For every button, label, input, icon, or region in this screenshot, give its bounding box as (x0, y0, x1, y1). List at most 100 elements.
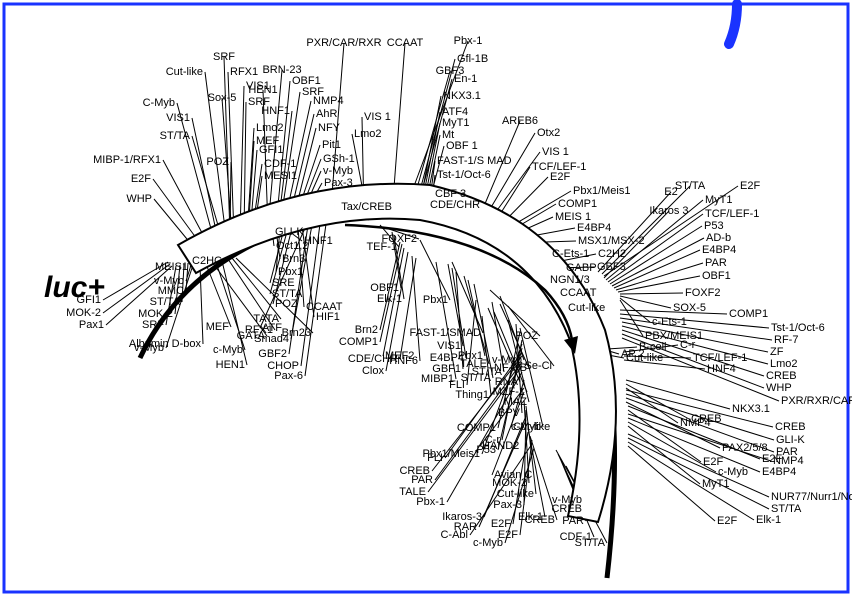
leader-line (489, 289, 541, 337)
promoter-white-band (176, 182, 617, 524)
binding-site-label: AD-b (706, 232, 731, 244)
binding-site-label: CDF-1 (264, 158, 296, 170)
leader-line (481, 343, 523, 455)
binding-site-label: GBF3 (436, 65, 465, 77)
binding-site-label: CHOP (267, 360, 299, 372)
leader-line (205, 263, 232, 328)
binding-site-label: v-Myb (154, 275, 184, 287)
leader-line (391, 231, 402, 289)
binding-site-label: POZ (515, 330, 538, 342)
binding-site-label: Ikaros-3 (442, 511, 482, 523)
binding-site-label: PAR (705, 257, 727, 269)
binding-site-label: MIBP1 (421, 373, 454, 385)
binding-site-label: E4BP4 (702, 244, 736, 256)
binding-site-label: Albumin D-box (129, 338, 202, 350)
binding-site-label: ST/TA (150, 296, 181, 308)
binding-site-label: Pbx-1 (416, 496, 445, 508)
binding-site-label: PAX2/5/8 (722, 442, 768, 454)
binding-site-label: NUR77/Nurr1/Nor-1 (771, 491, 852, 503)
leader-line (491, 301, 505, 373)
leader-line (259, 225, 307, 329)
binding-site-label: Clox (362, 365, 385, 377)
binding-site-label: TCF/LEF-1 (532, 161, 586, 173)
binding-site-label: E2F (762, 453, 782, 465)
leader-line (399, 257, 417, 360)
binding-site-label: FLI (449, 379, 465, 391)
binding-site-label: ST/TA (461, 372, 492, 384)
binding-site-label: E2F (498, 529, 518, 541)
leader-line (607, 213, 704, 283)
binding-site-label: TEF-1 (366, 241, 397, 253)
binding-site-label: NKX3.1 (732, 403, 770, 415)
binding-site-label: Elk-1 (518, 511, 543, 523)
binding-site-label: Tst-1/Oct-6 (437, 169, 491, 181)
binding-site-label: SRF (142, 319, 164, 331)
binding-site-label: RFX1 (230, 66, 258, 78)
leader-line (204, 71, 227, 237)
binding-site-label: c-Myb (511, 421, 541, 433)
binding-site-label: E2F (491, 518, 511, 530)
binding-site-label: AP 2 (621, 348, 645, 360)
binding-site-label: NGN1/3 (550, 274, 590, 286)
binding-site-label: Lmo2 (256, 122, 284, 134)
binding-site-label: P53 (704, 220, 724, 232)
leader-line (446, 371, 523, 503)
binding-site-label: PAR (776, 446, 798, 458)
binding-site-label: SRE (272, 277, 295, 289)
binding-site-label: RFX1 (245, 324, 273, 336)
leader-line (615, 262, 704, 291)
binding-site-label: GBF2 (258, 348, 287, 360)
binding-site-label: HEN1 (248, 84, 277, 96)
leader-line (597, 191, 672, 273)
leader-line (627, 433, 770, 498)
leader-line (211, 261, 268, 337)
binding-site-label: MZF-1 (493, 386, 525, 398)
binding-site-label: Cut-like (497, 488, 534, 500)
binding-site-label: HNF1 (304, 235, 333, 247)
leader-line (619, 292, 684, 295)
binding-site-label: MESI1 (264, 170, 297, 182)
binding-site-label: ST/TA (675, 180, 706, 192)
binding-site-label: MEIS 1 (555, 211, 591, 223)
leader-line (191, 135, 223, 240)
binding-site-label: Pax-3 (324, 177, 353, 189)
leader-line (239, 85, 245, 235)
binding-site-label: MyT1 (702, 478, 730, 490)
binding-site-label: E2F (131, 173, 151, 185)
binding-site-label: OBF1 (292, 75, 321, 87)
binding-site-label: GBF3 (597, 261, 626, 273)
binding-site-label: OBF1 (370, 282, 399, 294)
leader-line (227, 258, 276, 331)
leader-line (431, 355, 523, 472)
binding-site-label: HNF6 (389, 355, 418, 367)
leader-line (519, 327, 544, 428)
binding-site-label: ST/TA (575, 537, 606, 549)
binding-site-label: MyT1 (442, 117, 470, 129)
binding-site-label: GLI-K (776, 434, 805, 446)
binding-site-label: Pbx1/Meis1 (573, 185, 630, 197)
binding-site-label: NMP4 (773, 455, 804, 467)
binding-site-label: c-Ets-1 (652, 316, 687, 328)
leader-line (603, 185, 739, 277)
leader-line (269, 228, 285, 284)
leader-line (227, 71, 235, 236)
binding-site-label: CREB (775, 421, 806, 433)
binding-site-label: CDF-1 (560, 531, 592, 543)
binding-site-label: MOK-2 (66, 307, 101, 319)
leader-line (451, 261, 484, 334)
leader-line (301, 225, 315, 318)
binding-site-label: FOXF2 (382, 233, 417, 245)
binding-site-label: HNF1 (261, 105, 290, 117)
binding-site-label: GFI1 (259, 144, 283, 156)
binding-site-label: NF-KB (494, 362, 527, 374)
binding-site-label: SRF (302, 86, 324, 98)
binding-site-label: v-Myb (492, 354, 522, 366)
binding-site-label: FAST-1/S MAD (437, 155, 512, 167)
binding-site-label: Cut-like (166, 66, 203, 78)
binding-site-label: VIS 1 (364, 111, 391, 123)
binding-site-label: FAST-1/SMAD (409, 327, 481, 339)
leader-line (617, 275, 701, 293)
leader-line (221, 260, 248, 366)
leader-line (619, 313, 770, 329)
binding-site-label: FOXF2 (685, 287, 720, 299)
